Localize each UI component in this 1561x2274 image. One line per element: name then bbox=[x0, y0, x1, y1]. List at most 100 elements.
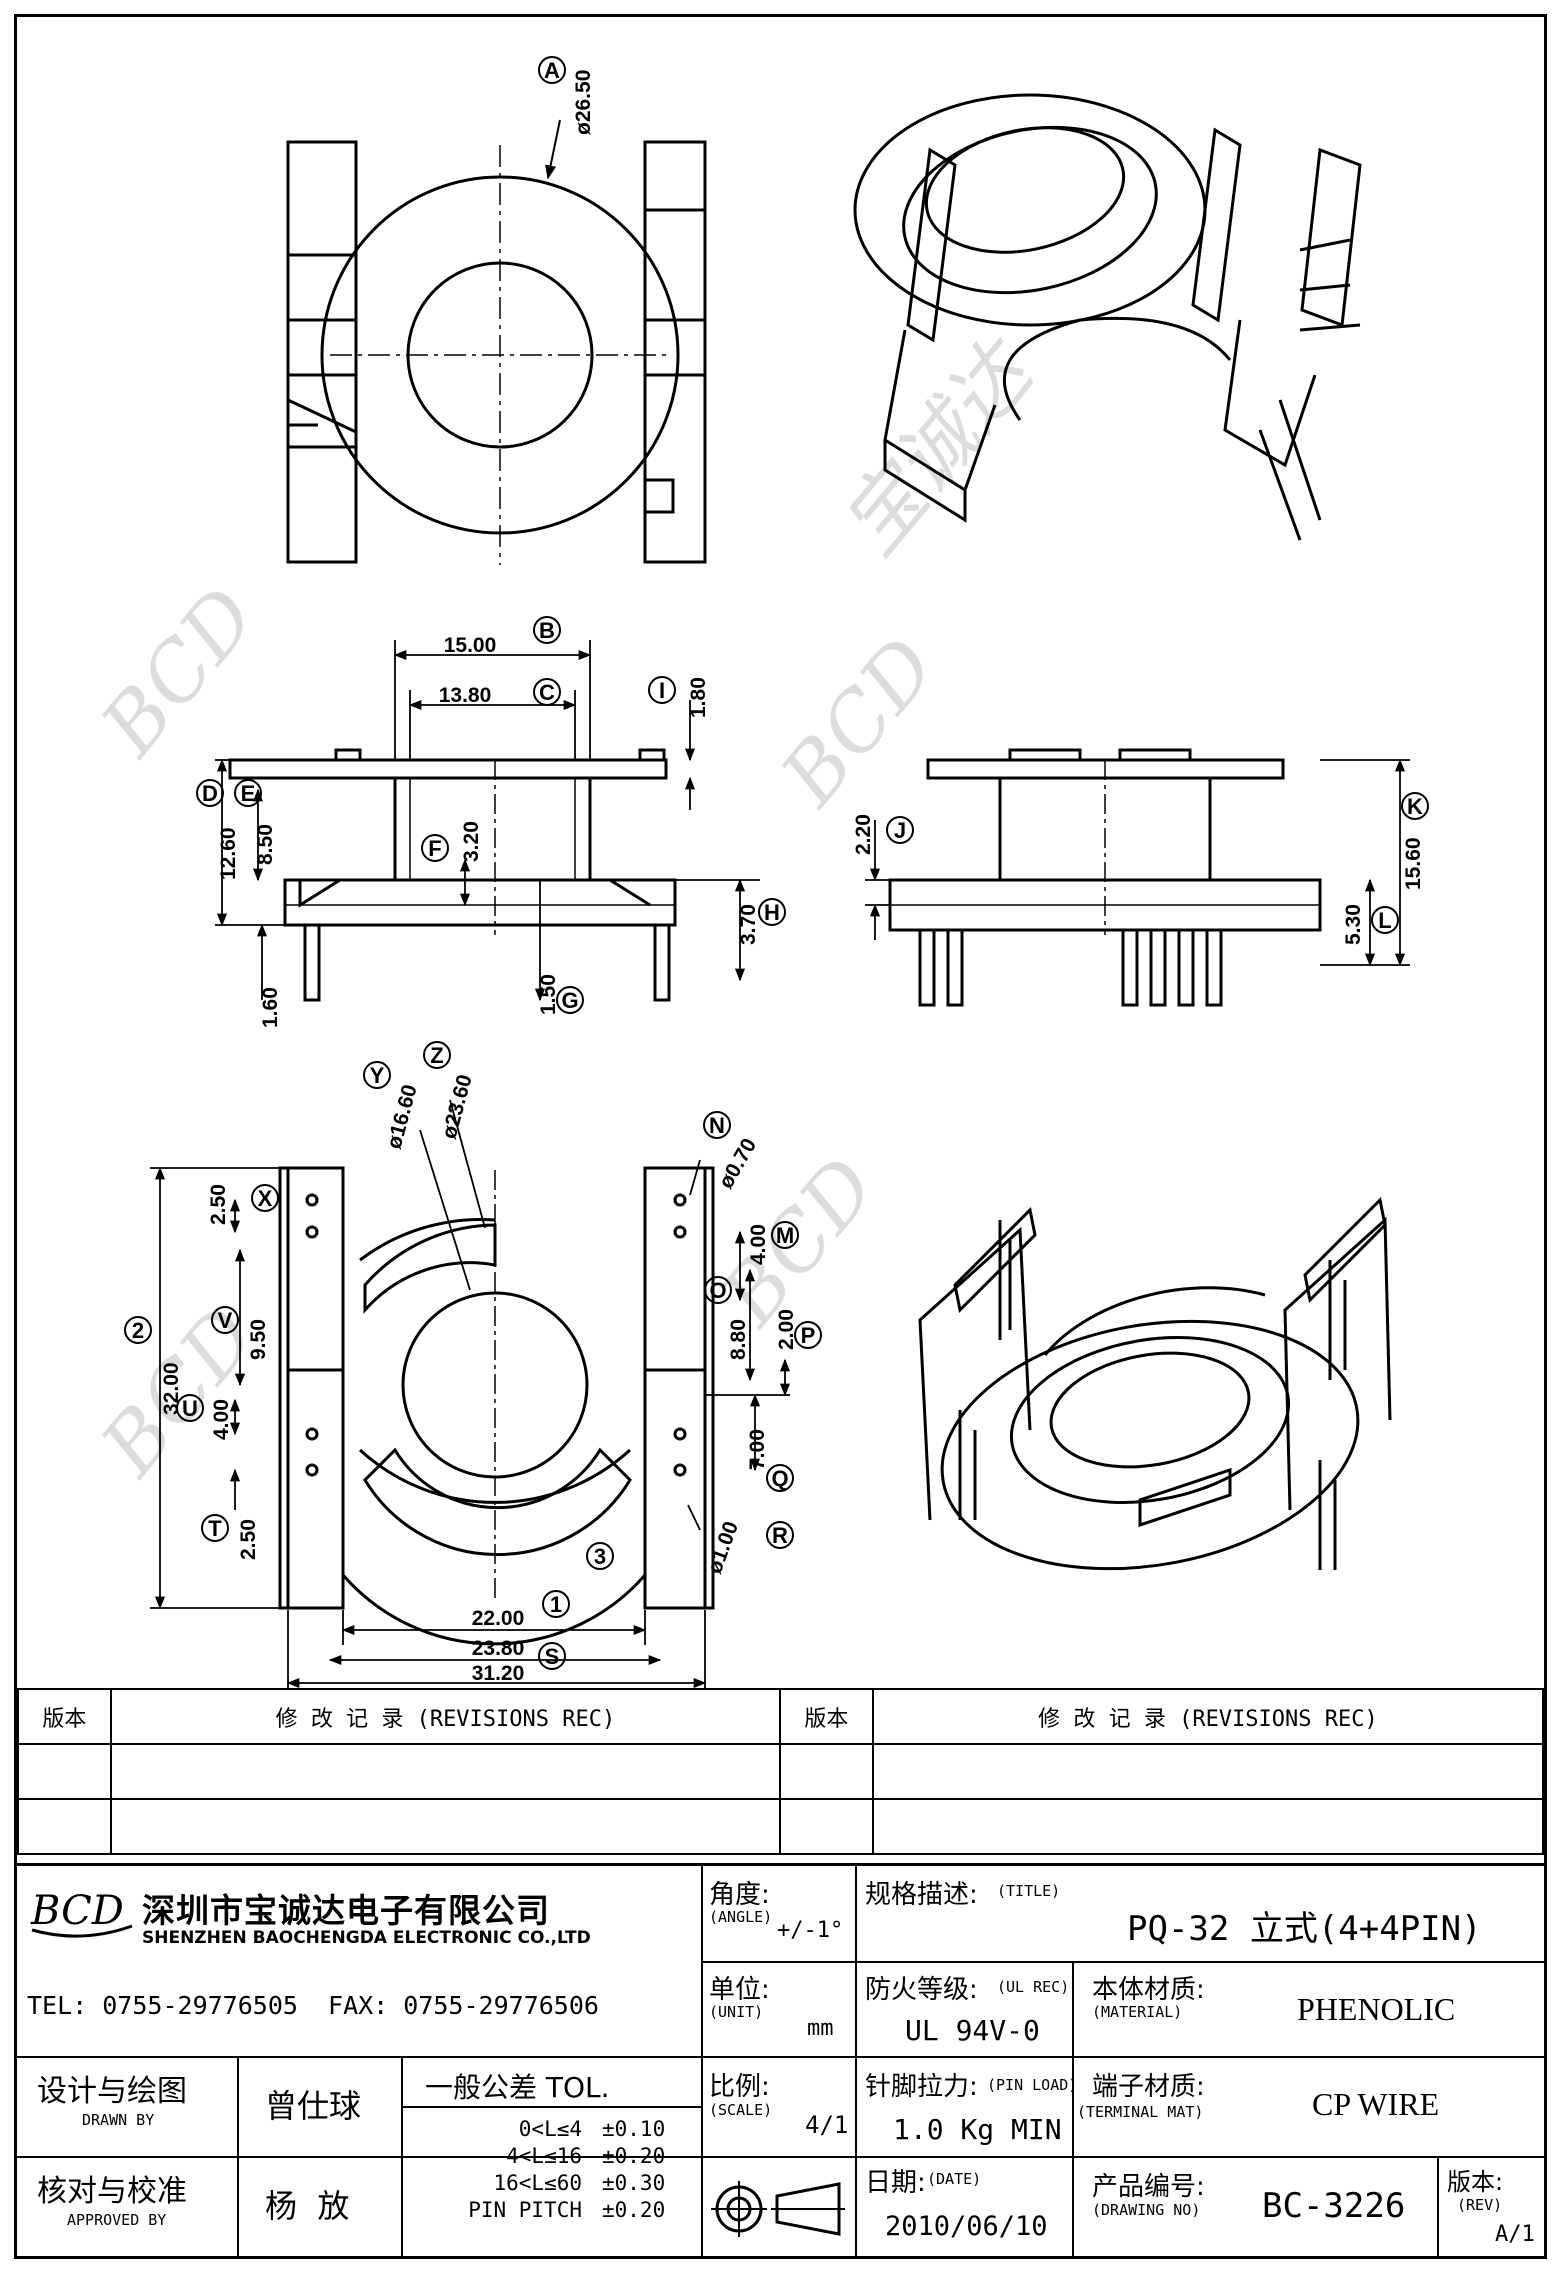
dim-value-P: 2.00 bbox=[775, 1309, 798, 1350]
terminal-label: 端子材质: bbox=[1092, 2072, 1205, 2102]
design-label-en: DRAWN BY bbox=[82, 2111, 155, 2129]
svg-text:BCD: BCD bbox=[82, 570, 274, 774]
pinload-label: 针脚拉力: bbox=[865, 2072, 978, 2102]
rev-label: 版本: bbox=[1447, 2168, 1504, 2196]
company-name-en: SHENZHEN BAOCHENGDA ELECTRONIC CO.,LTD bbox=[142, 1928, 591, 1948]
angle-label-en: (ANGLE) bbox=[709, 1908, 773, 1926]
bottom-view-dims bbox=[150, 1099, 791, 1690]
rev-label-en: (REV) bbox=[1457, 2196, 1503, 2214]
tolerance-row: PIN PITCH±0.20 bbox=[468, 2198, 666, 2222]
marker-J: J bbox=[894, 818, 906, 843]
marker-F: F bbox=[428, 836, 441, 861]
marker-G: G bbox=[561, 988, 578, 1013]
dim-value-C: 13.80 bbox=[439, 684, 492, 707]
unit-value: mm bbox=[807, 2016, 834, 2041]
rev-cell bbox=[109, 1798, 781, 1855]
svg-text:宝诚达: 宝诚达 bbox=[823, 322, 1054, 573]
dim-value-H: 3.70 bbox=[737, 904, 760, 945]
pinload-value: 1.0 Kg MIN bbox=[893, 2113, 1062, 2146]
projection-symbol-icon bbox=[709, 2166, 849, 2252]
revisions-table: 版本 修 改 记 录 (REVISIONS REC) 版本 修 改 记 录 (R… bbox=[17, 1688, 1545, 1855]
terminal-value: CP WIRE bbox=[1312, 2086, 1440, 2122]
tolerance-row: 16<L≤60±0.30 bbox=[493, 2171, 666, 2195]
title-label: 规格描述: bbox=[865, 1880, 978, 1910]
dim-value-2: 32.00 bbox=[160, 1362, 183, 1415]
marker-3: 3 bbox=[594, 1544, 606, 1569]
rev-record-header-left: 修 改 记 录 (REVISIONS REC) bbox=[109, 1688, 781, 1745]
scale-label-en: (SCALE) bbox=[709, 2101, 773, 2119]
isometric-view-top bbox=[853, 93, 1362, 541]
marker-P: P bbox=[801, 1323, 816, 1348]
date-value: 2010/06/10 bbox=[885, 2211, 1048, 2242]
rev-cell bbox=[778, 1798, 874, 1855]
dim-value-N: ø0.70 bbox=[714, 1134, 761, 1192]
rev-cell bbox=[778, 1743, 874, 1800]
marker-E: E bbox=[241, 781, 256, 806]
marker-Z: Z bbox=[430, 1043, 443, 1068]
ul-value: UL 94V-0 bbox=[905, 2014, 1040, 2047]
marker-T: T bbox=[208, 1516, 222, 1541]
tolerance-title: 一般公差 TOL. bbox=[425, 2071, 610, 2104]
company-logo: BCD bbox=[27, 1884, 137, 1944]
material-label: 本体材质: bbox=[1092, 1975, 1205, 2005]
dim-value-J: 2.20 bbox=[852, 814, 875, 855]
logo-text: BCD bbox=[30, 1888, 124, 1934]
dim-value-Y: ø16.60 bbox=[383, 1082, 422, 1151]
design-label: 设计与绘图 bbox=[37, 2074, 187, 2109]
dim-value-S: 31.20 bbox=[472, 1662, 525, 1685]
marker-Q: Q bbox=[771, 1466, 788, 1491]
marker-L: L bbox=[1378, 908, 1391, 933]
dim-value-O: 8.80 bbox=[727, 1319, 750, 1360]
design-name: 曾仕球 bbox=[265, 2087, 362, 2125]
marker-H: H bbox=[764, 900, 780, 925]
dim-value-A: ø26.50 bbox=[572, 70, 595, 135]
isometric-view-bottom bbox=[918, 1196, 1392, 1571]
marker-I: I bbox=[659, 678, 665, 703]
dim-value-V: 9.50 bbox=[247, 1319, 270, 1360]
terminal-label-en: (TERMINAL MAT) bbox=[1077, 2103, 1204, 2121]
title-label-en: (TITLE) bbox=[997, 1882, 1061, 1900]
unit-label-en: (UNIT) bbox=[709, 2003, 764, 2021]
title-block: BCD 深圳市宝诚达电子有限公司 SHENZHEN BAOCHENGDA ELE… bbox=[17, 1863, 1544, 2259]
dim-value-L: 5.30 bbox=[1342, 904, 1365, 945]
marker-M: M bbox=[776, 1223, 794, 1248]
front-view-labels: 15.00 B 13.80 C D E 12.60 8.50 F 3.20 1.… bbox=[196, 616, 786, 1028]
material-value: PHENOLIC bbox=[1297, 1991, 1456, 2027]
scale-value: 4/1 bbox=[805, 2111, 849, 2139]
dim-value-B: 15.00 bbox=[444, 634, 497, 657]
rev-version-header-right: 版本 bbox=[778, 1688, 874, 1745]
tolerance-table: 0<L≤4±0.10 4<L≤16±0.20 16<L≤60±0.30 PIN … bbox=[412, 2116, 697, 2224]
marker-Y: Y bbox=[370, 1063, 385, 1088]
marker-U: U bbox=[182, 1396, 198, 1421]
rev-version-header-left: 版本 bbox=[17, 1688, 112, 1745]
marker-C: C bbox=[539, 680, 555, 705]
title-value: PQ-32 立式(4+4PIN) bbox=[1127, 1909, 1482, 1949]
approve-label: 核对与校准 bbox=[37, 2174, 187, 2209]
dim-value-K: 15.60 bbox=[1402, 837, 1425, 890]
scale-label: 比例: bbox=[709, 2072, 770, 2102]
front-view bbox=[228, 748, 677, 1002]
marker-N: N bbox=[709, 1113, 725, 1138]
dim-value-Z: ø23.60 bbox=[438, 1072, 477, 1141]
marker-A: A bbox=[544, 58, 560, 83]
dim-value-3: 23.80 bbox=[472, 1637, 525, 1660]
technical-drawing: BCD BCD BCD BCD 宝诚达 A ø26.50 bbox=[82, 56, 1429, 1690]
marker-S: S bbox=[545, 1644, 560, 1669]
dim-value-X: 2.50 bbox=[207, 1184, 230, 1225]
rev-cell bbox=[871, 1743, 1545, 1800]
dim-A: A ø26.50 bbox=[538, 56, 595, 135]
marker-O: O bbox=[709, 1278, 726, 1303]
dim-value-Q: 7.00 bbox=[746, 1429, 769, 1470]
drawing-frame bbox=[14, 14, 1547, 2259]
dim-value-1: 22.00 bbox=[472, 1607, 525, 1630]
rev-cell bbox=[17, 1798, 112, 1855]
angle-value: +/-1° bbox=[777, 1918, 844, 1943]
marker-X: X bbox=[258, 1186, 273, 1211]
date-label-en: (DATE) bbox=[927, 2170, 982, 2188]
ul-label-en: (UL REC) bbox=[997, 1978, 1070, 1996]
marker-1: 1 bbox=[550, 1592, 562, 1617]
rev-cell bbox=[871, 1798, 1545, 1855]
side-view bbox=[888, 748, 1322, 1007]
company-tel-fax: TEL: 0755-29776505 FAX: 0755-29776506 bbox=[27, 1991, 599, 2020]
drawing-no-value: BC-3226 bbox=[1262, 2186, 1406, 2226]
